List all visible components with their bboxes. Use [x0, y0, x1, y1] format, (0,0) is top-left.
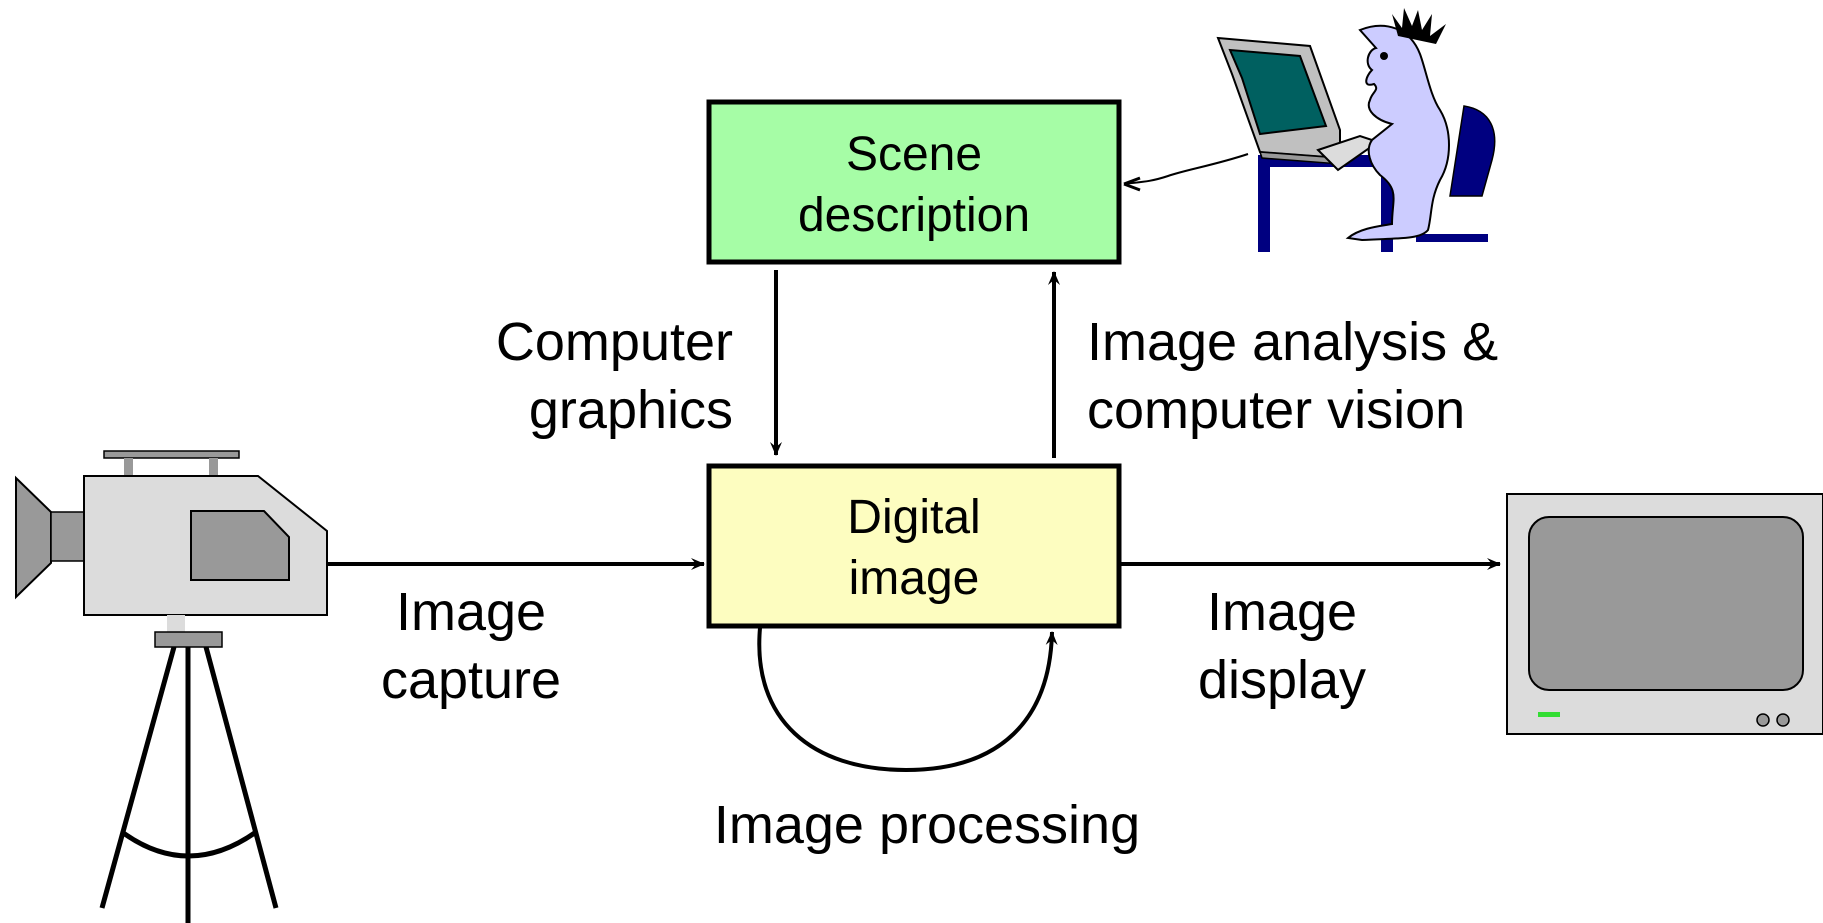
tv-monitor-icon — [1506, 493, 1823, 735]
image-processing-line1: Image processing — [714, 795, 1140, 855]
node-scene-description: Scene description — [706, 99, 1122, 265]
label-image-processing: Image processing — [714, 795, 1140, 855]
image-display-line1: Image — [1207, 582, 1357, 642]
scene-line1: Scene — [846, 128, 982, 181]
digital-line1: Digital — [847, 491, 980, 544]
label-computer-graphics: Computer graphics — [496, 312, 733, 440]
label-image-display: Image display — [1198, 582, 1366, 710]
edges — [327, 176, 1501, 773]
video-camera-on-tripod-icon — [15, 450, 328, 923]
image-analysis-line1: Image analysis & — [1087, 312, 1498, 372]
image-capture-line1: Image — [396, 582, 546, 642]
computer-graphics-line2: graphics — [529, 380, 733, 440]
image-capture-line2: capture — [381, 650, 561, 710]
label-image-analysis: Image analysis & computer vision — [1087, 312, 1498, 440]
scene-line2: description — [798, 189, 1030, 242]
computer-graphics-line1: Computer — [496, 312, 733, 372]
person-at-computer-icon — [1123, 8, 1496, 252]
node-digital-image: Digital image — [706, 463, 1122, 629]
image-display-line2: display — [1198, 650, 1366, 710]
image-analysis-line2: computer vision — [1087, 380, 1465, 440]
digital-line2: image — [849, 552, 980, 605]
arrow-image-processing-loop — [757, 627, 1058, 773]
label-image-capture: Image capture — [381, 582, 561, 710]
